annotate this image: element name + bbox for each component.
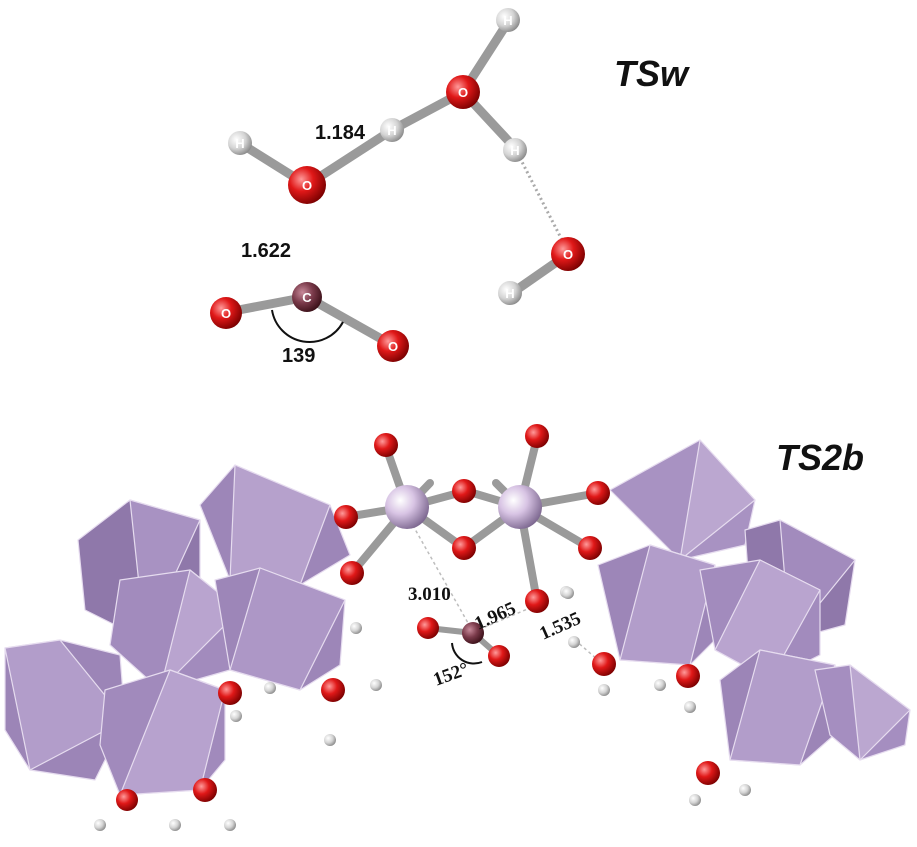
oxygen-atom bbox=[696, 761, 720, 785]
carbon-atom bbox=[462, 622, 484, 644]
oxygen-atom bbox=[578, 536, 602, 560]
hydrogen-atom bbox=[689, 794, 701, 806]
atom-letter: H bbox=[505, 286, 514, 301]
hydrogen-atom bbox=[350, 622, 362, 634]
oxygen-atom bbox=[592, 652, 616, 676]
distance-label: 3.010 bbox=[408, 584, 451, 605]
oxygen-atom bbox=[218, 681, 242, 705]
hydrogen-atom bbox=[498, 281, 522, 305]
polyhedron-face bbox=[729, 649, 836, 766]
hydrogen-atom bbox=[370, 679, 382, 691]
polyhedron-face bbox=[679, 439, 756, 561]
surrounding-waters bbox=[94, 586, 751, 831]
atom-letter: O bbox=[221, 306, 231, 321]
oxygen-atom bbox=[321, 678, 345, 702]
hydrogen-atom bbox=[324, 734, 336, 746]
oxygen-atom bbox=[340, 561, 364, 585]
atom-letter: H bbox=[387, 123, 396, 138]
dimer-bonds bbox=[342, 434, 602, 605]
metal-atom bbox=[498, 485, 542, 529]
hydrogen-atom bbox=[169, 819, 181, 831]
dashed-line bbox=[477, 604, 538, 631]
metal-atom bbox=[385, 485, 429, 529]
oxygen-atom bbox=[417, 617, 439, 639]
carbon-atom bbox=[292, 282, 322, 312]
hydrogen-atom bbox=[264, 682, 276, 694]
hydrogen-atom bbox=[503, 138, 527, 162]
oxygen-atom bbox=[334, 505, 358, 529]
oxygen-atom bbox=[551, 237, 585, 271]
central-oxygens bbox=[334, 424, 610, 613]
dashed-line bbox=[406, 514, 473, 631]
angle-arc bbox=[271, 309, 344, 343]
interaction-lines bbox=[406, 514, 599, 661]
co2-fragment bbox=[417, 617, 510, 667]
polyhedron-face bbox=[229, 567, 346, 691]
atom-letter: H bbox=[510, 143, 519, 158]
angle-label: 139 bbox=[282, 345, 315, 367]
oxygen-atom bbox=[288, 166, 326, 204]
hydrogen-atom bbox=[684, 701, 696, 713]
oxygen-atom bbox=[116, 789, 138, 811]
oxygen-atom bbox=[525, 589, 549, 613]
hydrogen-atom bbox=[496, 8, 520, 32]
hydrogen-bond-dotted bbox=[518, 157, 564, 241]
distance-label: 1.622 bbox=[241, 240, 291, 262]
polyhedron-face bbox=[849, 664, 911, 761]
distance-label: 1.184 bbox=[315, 122, 366, 144]
oxygen-atom bbox=[374, 433, 398, 457]
atom-letter: H bbox=[235, 136, 244, 151]
atom-letter: O bbox=[458, 85, 468, 100]
tsw-panel: H O H H H O O H O C O TSw 1.184 1.622 bbox=[210, 8, 690, 367]
hydrogen-atom bbox=[94, 819, 106, 831]
hydrogen-atom bbox=[562, 587, 574, 599]
hydrogen-atom bbox=[230, 710, 242, 722]
tsw-atoms: H O H H H O O H O C O bbox=[210, 8, 585, 362]
ts2b-panel: TS2b 3.010 1.965 1.535 152° bbox=[4, 424, 911, 831]
dashed-line bbox=[574, 639, 599, 661]
oxygen-atom bbox=[452, 479, 476, 503]
atom-letter: H bbox=[503, 13, 512, 28]
hydrogen-atom bbox=[739, 784, 751, 796]
bond bbox=[302, 292, 397, 350]
atom-letter: C bbox=[302, 290, 312, 305]
hydrogen-atom bbox=[380, 118, 404, 142]
atom-letter: O bbox=[302, 178, 312, 193]
hydrogen-atom bbox=[224, 819, 236, 831]
atom-letter: O bbox=[563, 247, 573, 262]
oxygen-atom bbox=[452, 536, 476, 560]
oxygen-atom bbox=[377, 330, 409, 362]
angle-label: 152° bbox=[431, 659, 472, 691]
distance-label: 1.965 bbox=[471, 598, 519, 635]
tsw-title: TSw bbox=[614, 53, 690, 94]
angle-arc bbox=[451, 642, 483, 665]
left-polyhedra bbox=[4, 464, 351, 796]
oxygen-atom bbox=[676, 664, 700, 688]
oxygen-atom bbox=[488, 645, 510, 667]
hydrogen-atom bbox=[598, 684, 610, 696]
right-polyhedra bbox=[597, 439, 911, 766]
oxygen-atom bbox=[210, 297, 242, 329]
oxygen-atom bbox=[525, 424, 549, 448]
oxygen-atom bbox=[446, 75, 480, 109]
hydrogen-atom bbox=[654, 679, 666, 691]
hydrogen-atom bbox=[228, 131, 252, 155]
hydrogen-atom bbox=[568, 636, 580, 648]
atom-letter: O bbox=[388, 339, 398, 354]
oxygen-atom bbox=[193, 778, 217, 802]
oxygen-atom bbox=[586, 481, 610, 505]
ts2b-title: TS2b bbox=[776, 437, 864, 478]
